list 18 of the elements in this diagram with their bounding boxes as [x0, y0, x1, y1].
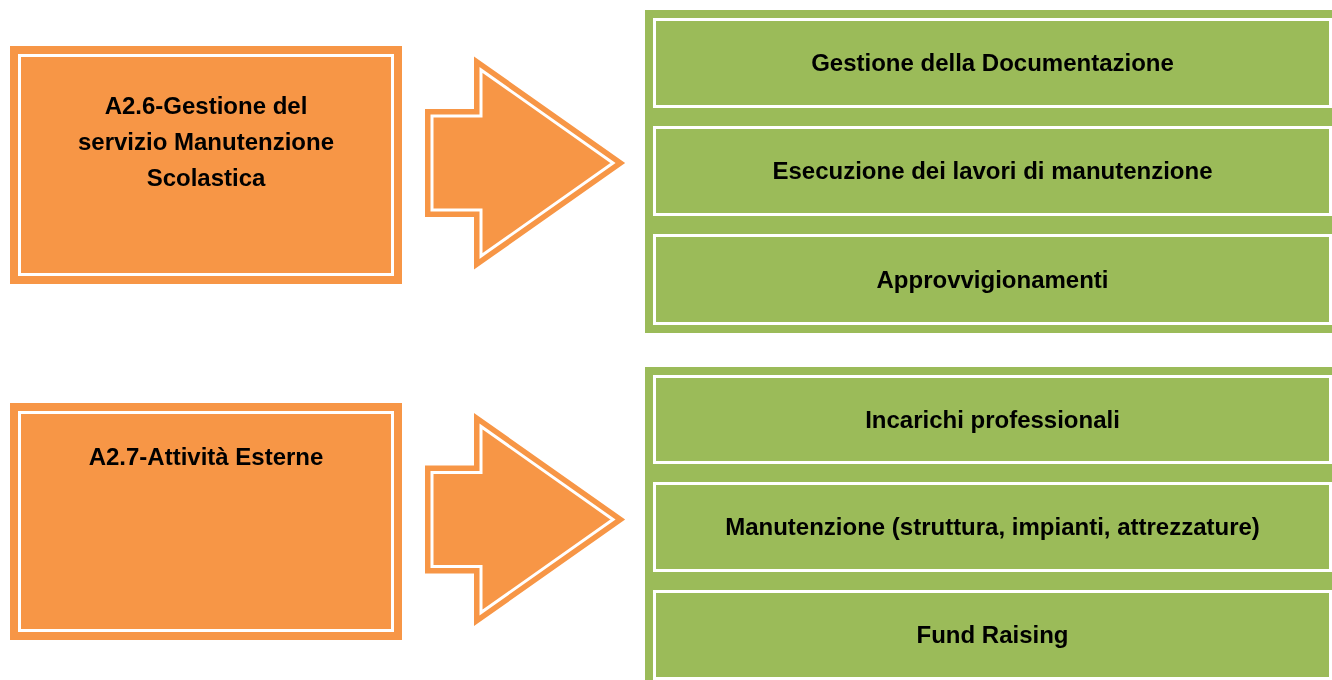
group-panel [645, 367, 1332, 680]
process-box [10, 403, 402, 640]
activity-bar [653, 375, 1332, 464]
box-label: A2.6-Gestione del servizio Manutenzione Scolastica [76, 91, 335, 193]
box-label: Esecuzione dei lavori di manutenzione [772, 156, 1213, 186]
process-box [10, 46, 402, 284]
box-label: Incarichi professionali [865, 404, 1120, 435]
box-label: Fund Raising [916, 620, 1069, 650]
box-label: A2.7-Attività Esterne [87, 442, 325, 472]
box-label: Gestione della Documentazione [811, 48, 1174, 78]
activity-bar [653, 482, 1332, 572]
activity-bar [653, 590, 1332, 680]
group-panel [645, 10, 1332, 333]
activity-bar [653, 234, 1332, 325]
activity-bar [653, 126, 1332, 216]
box-label: Manutenzione (struttura, impianti, attrezzature) [725, 512, 1260, 542]
activity-bar [653, 18, 1332, 108]
box-label: Approvvigionamenti [876, 264, 1109, 295]
